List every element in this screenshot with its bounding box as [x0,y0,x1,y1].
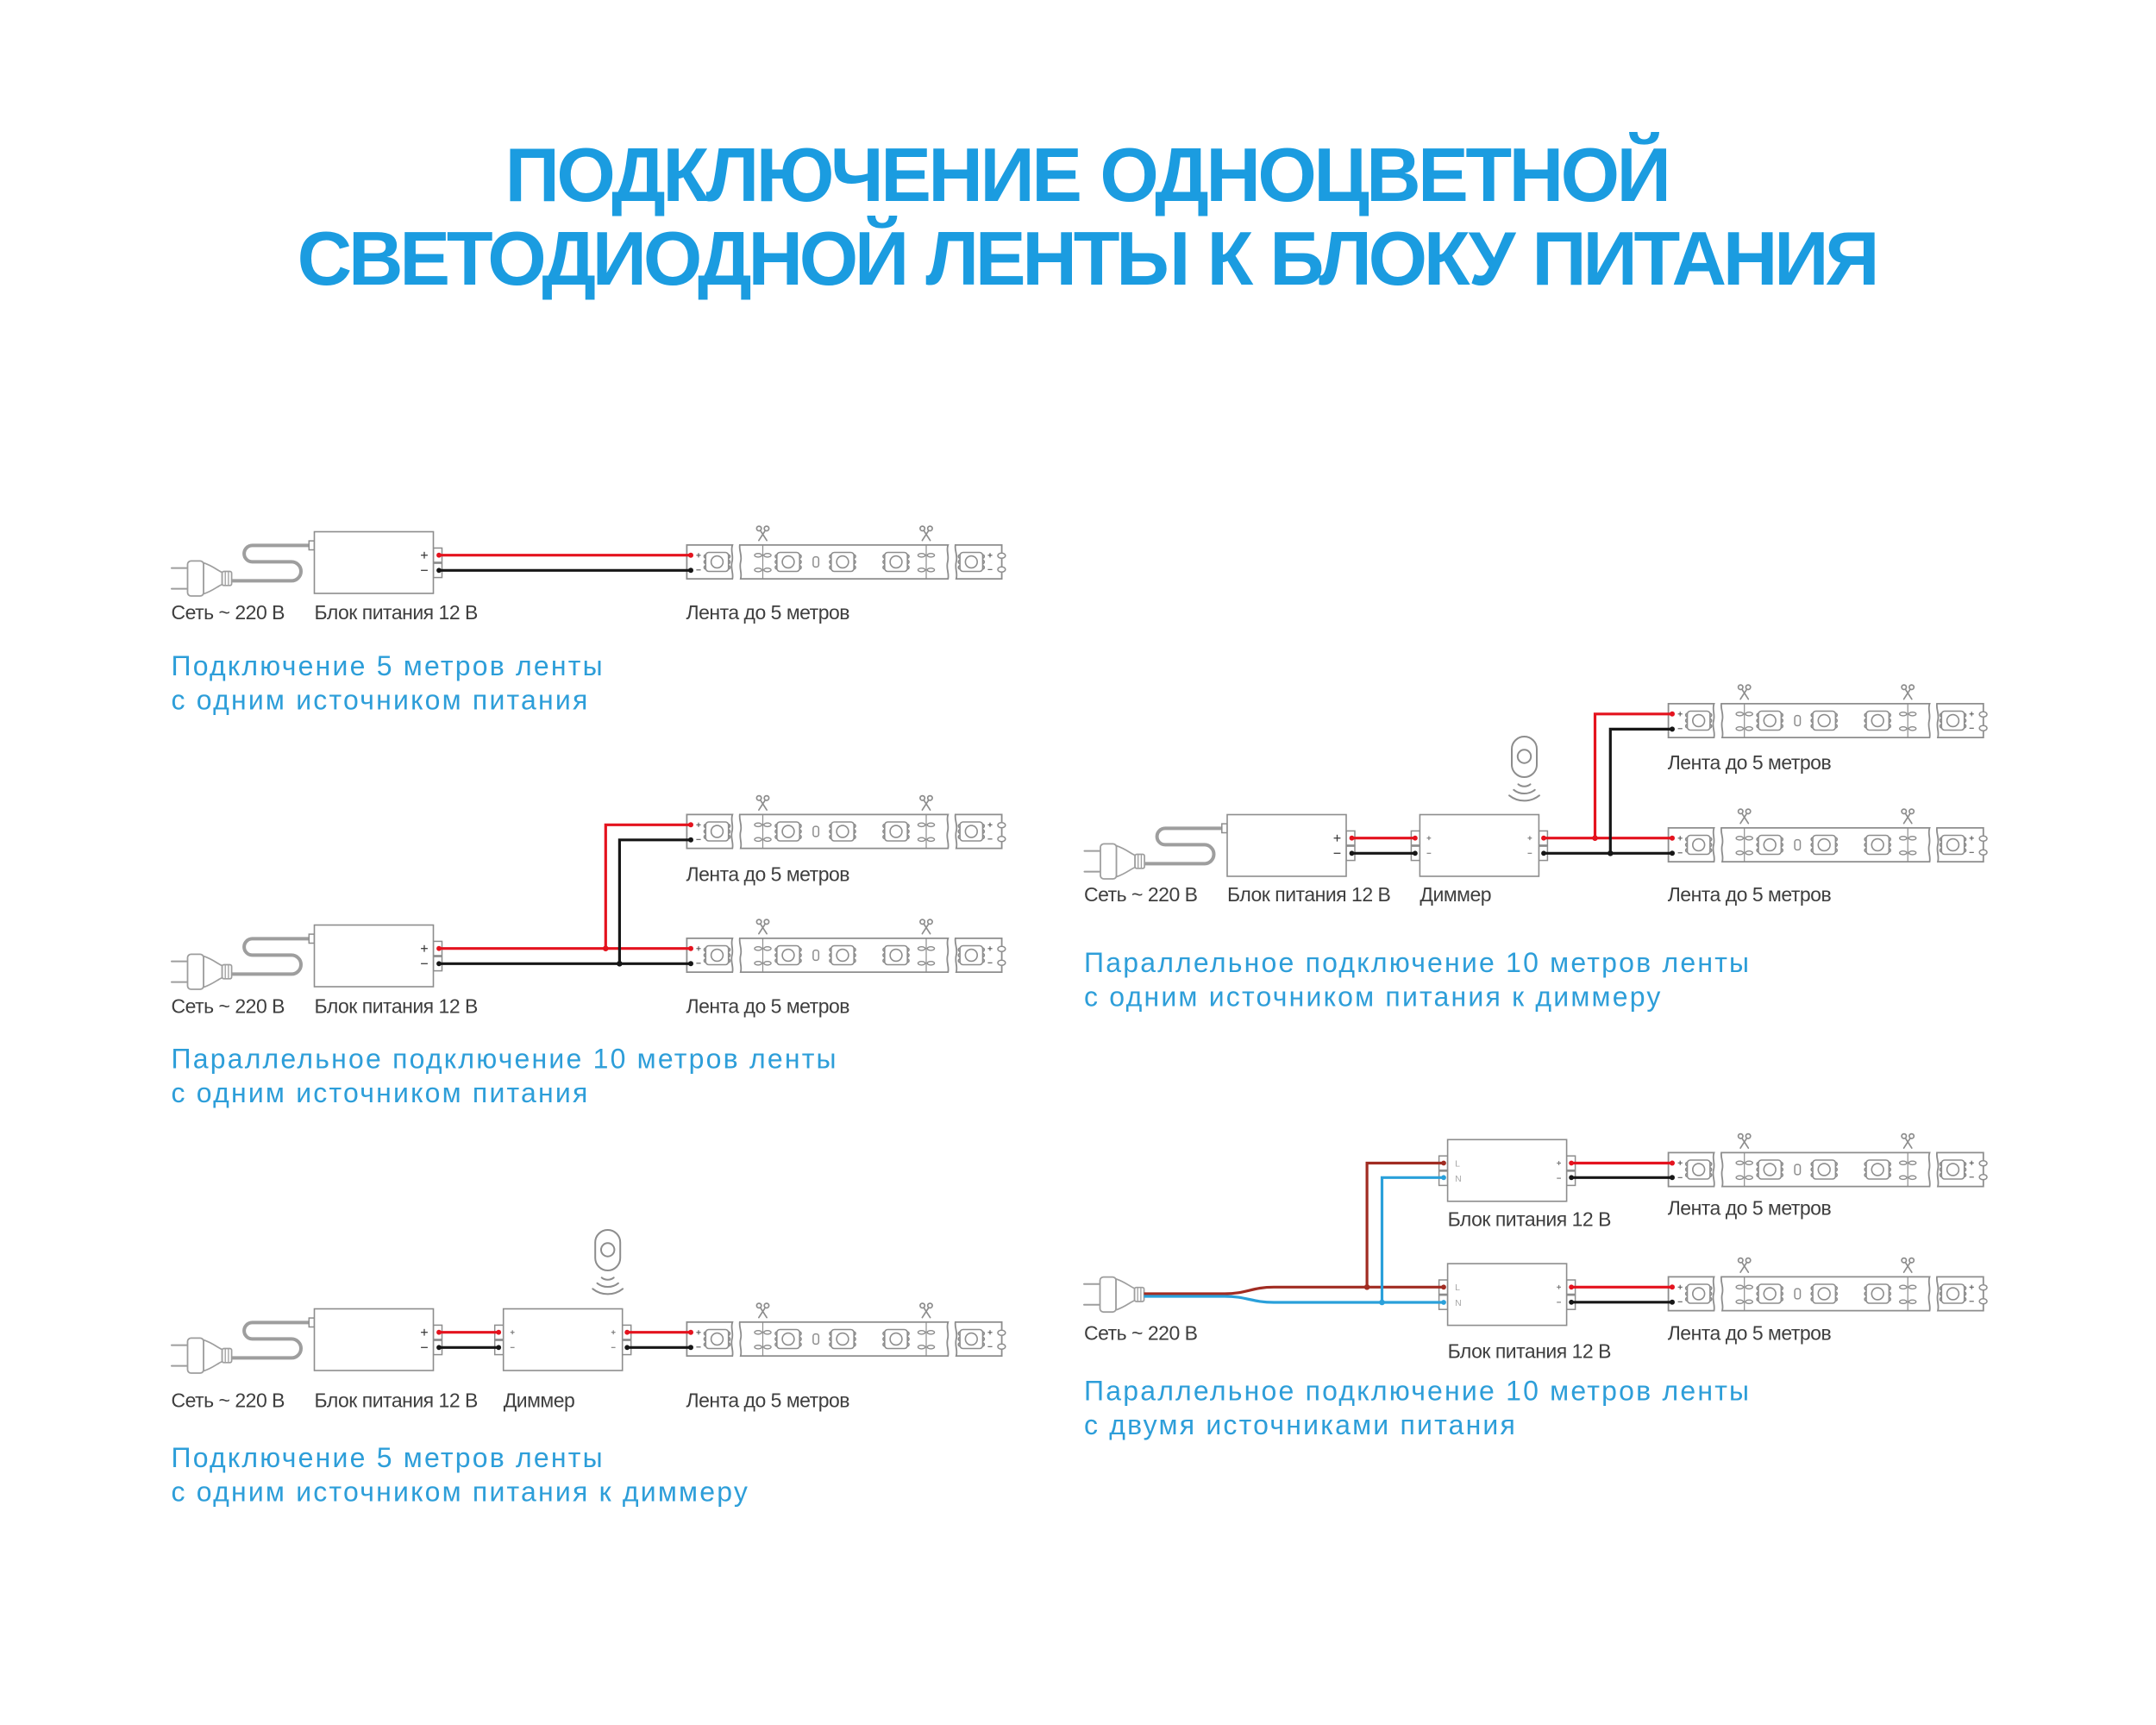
svg-text:Лента до 5 метров: Лента до 5 метров [686,1389,850,1412]
svg-text:с одним источником питания к д: с одним источником питания к диммеру [172,1477,750,1508]
svg-text:Блок питания 12 В: Блок питания 12 В [315,1389,478,1412]
svg-text:Сеть ~ 220 В: Сеть ~ 220 В [1084,1321,1198,1344]
svg-text:Диммер: Диммер [1420,883,1491,906]
svg-text:Диммер: Диммер [504,1389,575,1412]
svg-text:Блок питания 12 В: Блок питания 12 В [1448,1340,1611,1363]
svg-text:Лента до 5 метров: Лента до 5 метров [1668,1197,1832,1220]
svg-text:ПОДКЛЮЧЕНИЕ ОДНОЦВЕТНОЙ: ПОДКЛЮЧЕНИЕ ОДНОЦВЕТНОЙ [505,132,1669,217]
svg-text:Блок питания 12 В: Блок питания 12 В [1448,1208,1611,1230]
svg-text:с одним источником питания к д: с одним источником питания к диммеру [1084,982,1663,1013]
svg-text:с одним источником питания: с одним источником питания [172,1077,590,1108]
svg-text:с одним источником питания: с одним источником питания [172,685,590,716]
svg-text:Лента до 5 метров: Лента до 5 метров [686,601,850,624]
svg-text:Параллельное подключение 10 ме: Параллельное подключение 10 метров ленты [1084,947,1751,978]
svg-text:Лента до 5 метров: Лента до 5 метров [1668,883,1832,906]
svg-text:с двумя источниками питания: с двумя источниками питания [1084,1409,1517,1440]
svg-text:Блок питания 12 В: Блок питания 12 В [315,995,478,1018]
svg-text:Параллельное подключение 10 ме: Параллельное подключение 10 метров ленты [172,1044,838,1075]
svg-text:Сеть ~ 220 В: Сеть ~ 220 В [172,995,285,1018]
svg-text:Сеть ~ 220 В: Сеть ~ 220 В [1084,883,1198,906]
svg-text:СВЕТОДИОДНОЙ ЛЕНТЫ К БЛОКУ ПИТ: СВЕТОДИОДНОЙ ЛЕНТЫ К БЛОКУ ПИТАНИЯ [298,216,1877,301]
svg-text:Подключение 5 метров ленты: Подключение 5 метров ленты [172,1442,605,1473]
svg-text:Параллельное подключение 10 ме: Параллельное подключение 10 метров ленты [1084,1376,1751,1407]
svg-text:Подключение 5 метров ленты: Подключение 5 метров ленты [172,650,605,681]
svg-text:Сеть ~ 220 В: Сеть ~ 220 В [172,1389,285,1412]
svg-text:Лента до 5 метров: Лента до 5 метров [686,862,850,885]
svg-text:Лента до 5 метров: Лента до 5 метров [1668,751,1832,774]
svg-text:Сеть ~ 220 В: Сеть ~ 220 В [172,601,285,624]
svg-text:Блок питания 12 В: Блок питания 12 В [1227,883,1390,906]
svg-text:Лента до 5 метров: Лента до 5 метров [1668,1321,1832,1344]
svg-text:Блок питания 12 В: Блок питания 12 В [315,601,478,624]
svg-text:Лента до 5 метров: Лента до 5 метров [686,995,850,1018]
